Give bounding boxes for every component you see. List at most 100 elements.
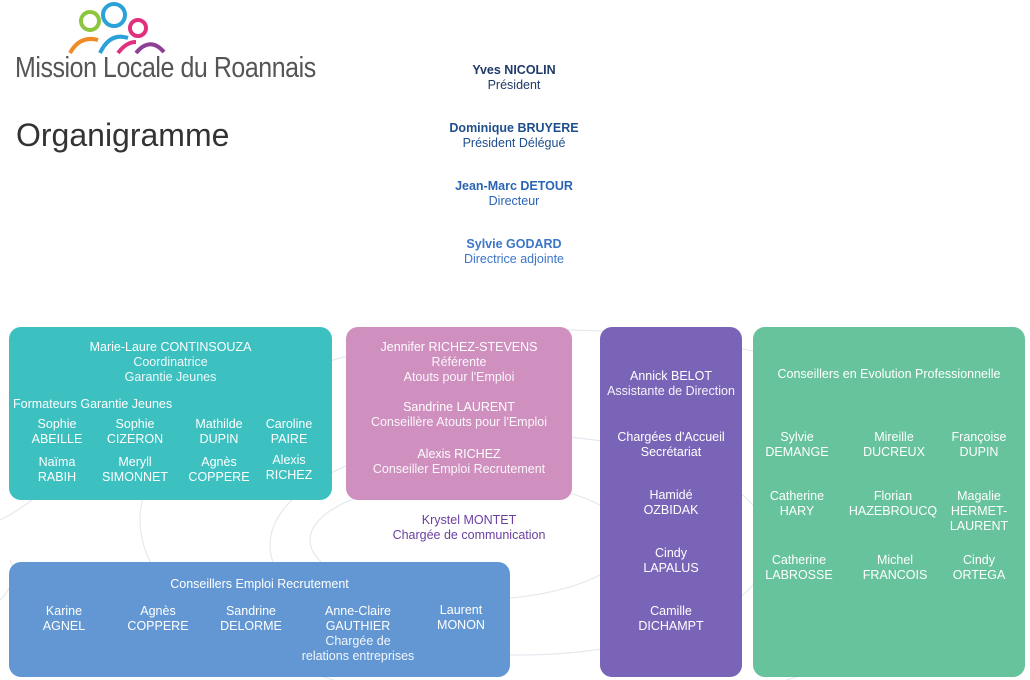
- person-name: Annick BELOT: [630, 369, 712, 383]
- last-name: PAIRE: [270, 432, 308, 446]
- first-name: Naïma: [38, 455, 76, 469]
- coordinator: Marie-Laure CONTINSOUZA Coordinatrice Ga…: [9, 340, 332, 385]
- coordinator-role-2: Garantie Jeunes: [124, 370, 217, 384]
- executive-role: Président: [487, 78, 541, 92]
- last-name: AGNEL: [42, 619, 86, 633]
- cep-heading: Conseillers en Evolution Professionnelle: [777, 367, 1001, 381]
- recrutement-heading: Conseillers Emploi Recrutement: [170, 577, 349, 591]
- last-name: GAUTHIER: [325, 619, 391, 633]
- page-title: Organigramme: [16, 117, 230, 153]
- logo-arc-orange: [68, 36, 99, 54]
- person-role: Conseiller Emploi Recrutement: [372, 462, 546, 476]
- last-name: LABROSSE: [765, 568, 833, 582]
- formateurs-heading: Formateurs Garantie Jeunes: [13, 397, 173, 411]
- first-name: Magalie: [957, 489, 1001, 503]
- last-name: CIZERON: [106, 432, 164, 446]
- first-name: Sophie: [115, 417, 155, 431]
- person-name: Jennifer RICHEZ-STEVENS: [380, 340, 538, 354]
- person-role: Chargée de: [325, 634, 391, 648]
- logo-circle-pink: [128, 18, 148, 38]
- first-name: Karine: [45, 604, 83, 618]
- cep-box: Conseillers en Evolution Professionnelle…: [753, 327, 1025, 677]
- executive-president: Yves NICOLIN Président: [394, 63, 634, 93]
- atouts-person: Sandrine LAURENT Conseillère Atouts pour…: [346, 400, 572, 430]
- person-card: Magalie HERMET- LAURENT: [939, 489, 1019, 534]
- first-name: Françoise: [951, 430, 1007, 444]
- last-name: HERMET-: [950, 504, 1008, 518]
- person-card: Anne-Claire GAUTHIER Chargée de relation…: [293, 604, 423, 664]
- last-name: ABEILLE: [31, 432, 83, 446]
- first-name: Camille: [650, 604, 692, 618]
- first-name: Meryll: [118, 455, 152, 469]
- first-name: Michel: [876, 553, 914, 567]
- last-name: DUPIN: [199, 432, 239, 446]
- person-role: Conseillère Atouts pour l'Emploi: [370, 415, 548, 429]
- first-name: Cindy: [655, 546, 687, 560]
- last-name: DEMANGE: [765, 445, 829, 459]
- first-name: Agnès: [201, 455, 237, 469]
- first-name: Cindy: [963, 553, 995, 567]
- executive-name: Dominique BRUYERE: [449, 121, 579, 135]
- heading-line: Chargées d'Accueil: [617, 430, 725, 444]
- last-name: COPPERE: [127, 619, 189, 633]
- last-name: COPPERE: [188, 470, 250, 484]
- first-name: Florian: [873, 489, 913, 503]
- coordinator-name: Marie-Laure CONTINSOUZA: [89, 340, 252, 354]
- last-name: DICHAMPT: [638, 619, 704, 633]
- person-name: Sandrine LAURENT: [403, 400, 515, 414]
- logo-circle-green: [79, 10, 101, 32]
- logo-circle-blue: [101, 2, 127, 28]
- person-role: Assistante de Direction: [607, 384, 735, 398]
- last-name: OZBIDAK: [643, 503, 699, 517]
- last-name: DUCREUX: [863, 445, 925, 459]
- logo-text: Mission Locale du Roannais: [15, 52, 316, 84]
- person-name: Alexis RICHEZ: [417, 447, 501, 461]
- logo-icon: [68, 2, 166, 54]
- first-name: Mireille: [874, 430, 914, 444]
- logo-arc-pink: [116, 40, 137, 54]
- heading-line-2: Secrétariat: [640, 445, 702, 459]
- person-role: Référente: [431, 355, 487, 369]
- person-name: Krystel MONTET: [421, 513, 517, 527]
- first-name: Hamidé: [649, 488, 693, 502]
- last-name: HAZEBROUCQ: [848, 504, 938, 518]
- first-name: Alexis: [272, 453, 306, 467]
- executive-name: Sylvie GODARD: [466, 237, 562, 251]
- direction-accueil-box: Annick BELOT Assistante de Direction Cha…: [600, 327, 742, 677]
- first-name: Catherine: [769, 489, 825, 503]
- first-name: Mathilde: [195, 417, 243, 431]
- last-name: FRANCOIS: [862, 568, 928, 582]
- executive-president-delegue: Dominique BRUYERE Président Délégué: [394, 121, 634, 151]
- first-name: Catherine: [771, 553, 827, 567]
- executive-role: Directeur: [488, 194, 540, 208]
- last-name: LAPALUS: [643, 561, 699, 575]
- last-name: DUPIN: [959, 445, 999, 459]
- atouts-person: Jennifer RICHEZ-STEVENS Référente Atouts…: [346, 340, 572, 385]
- logo-arc-blue: [98, 34, 129, 54]
- first-name: Anne-Claire: [324, 604, 391, 618]
- garantie-jeunes-box: Marie-Laure CONTINSOUZA Coordinatrice Ga…: [9, 327, 332, 500]
- atouts-emploi-box: Jennifer RICHEZ-STEVENS Référente Atouts…: [346, 327, 572, 500]
- assistant: Annick BELOT Assistante de Direction: [600, 369, 742, 399]
- last-name: RICHEZ: [265, 468, 313, 482]
- first-name: Sylvie: [780, 430, 814, 444]
